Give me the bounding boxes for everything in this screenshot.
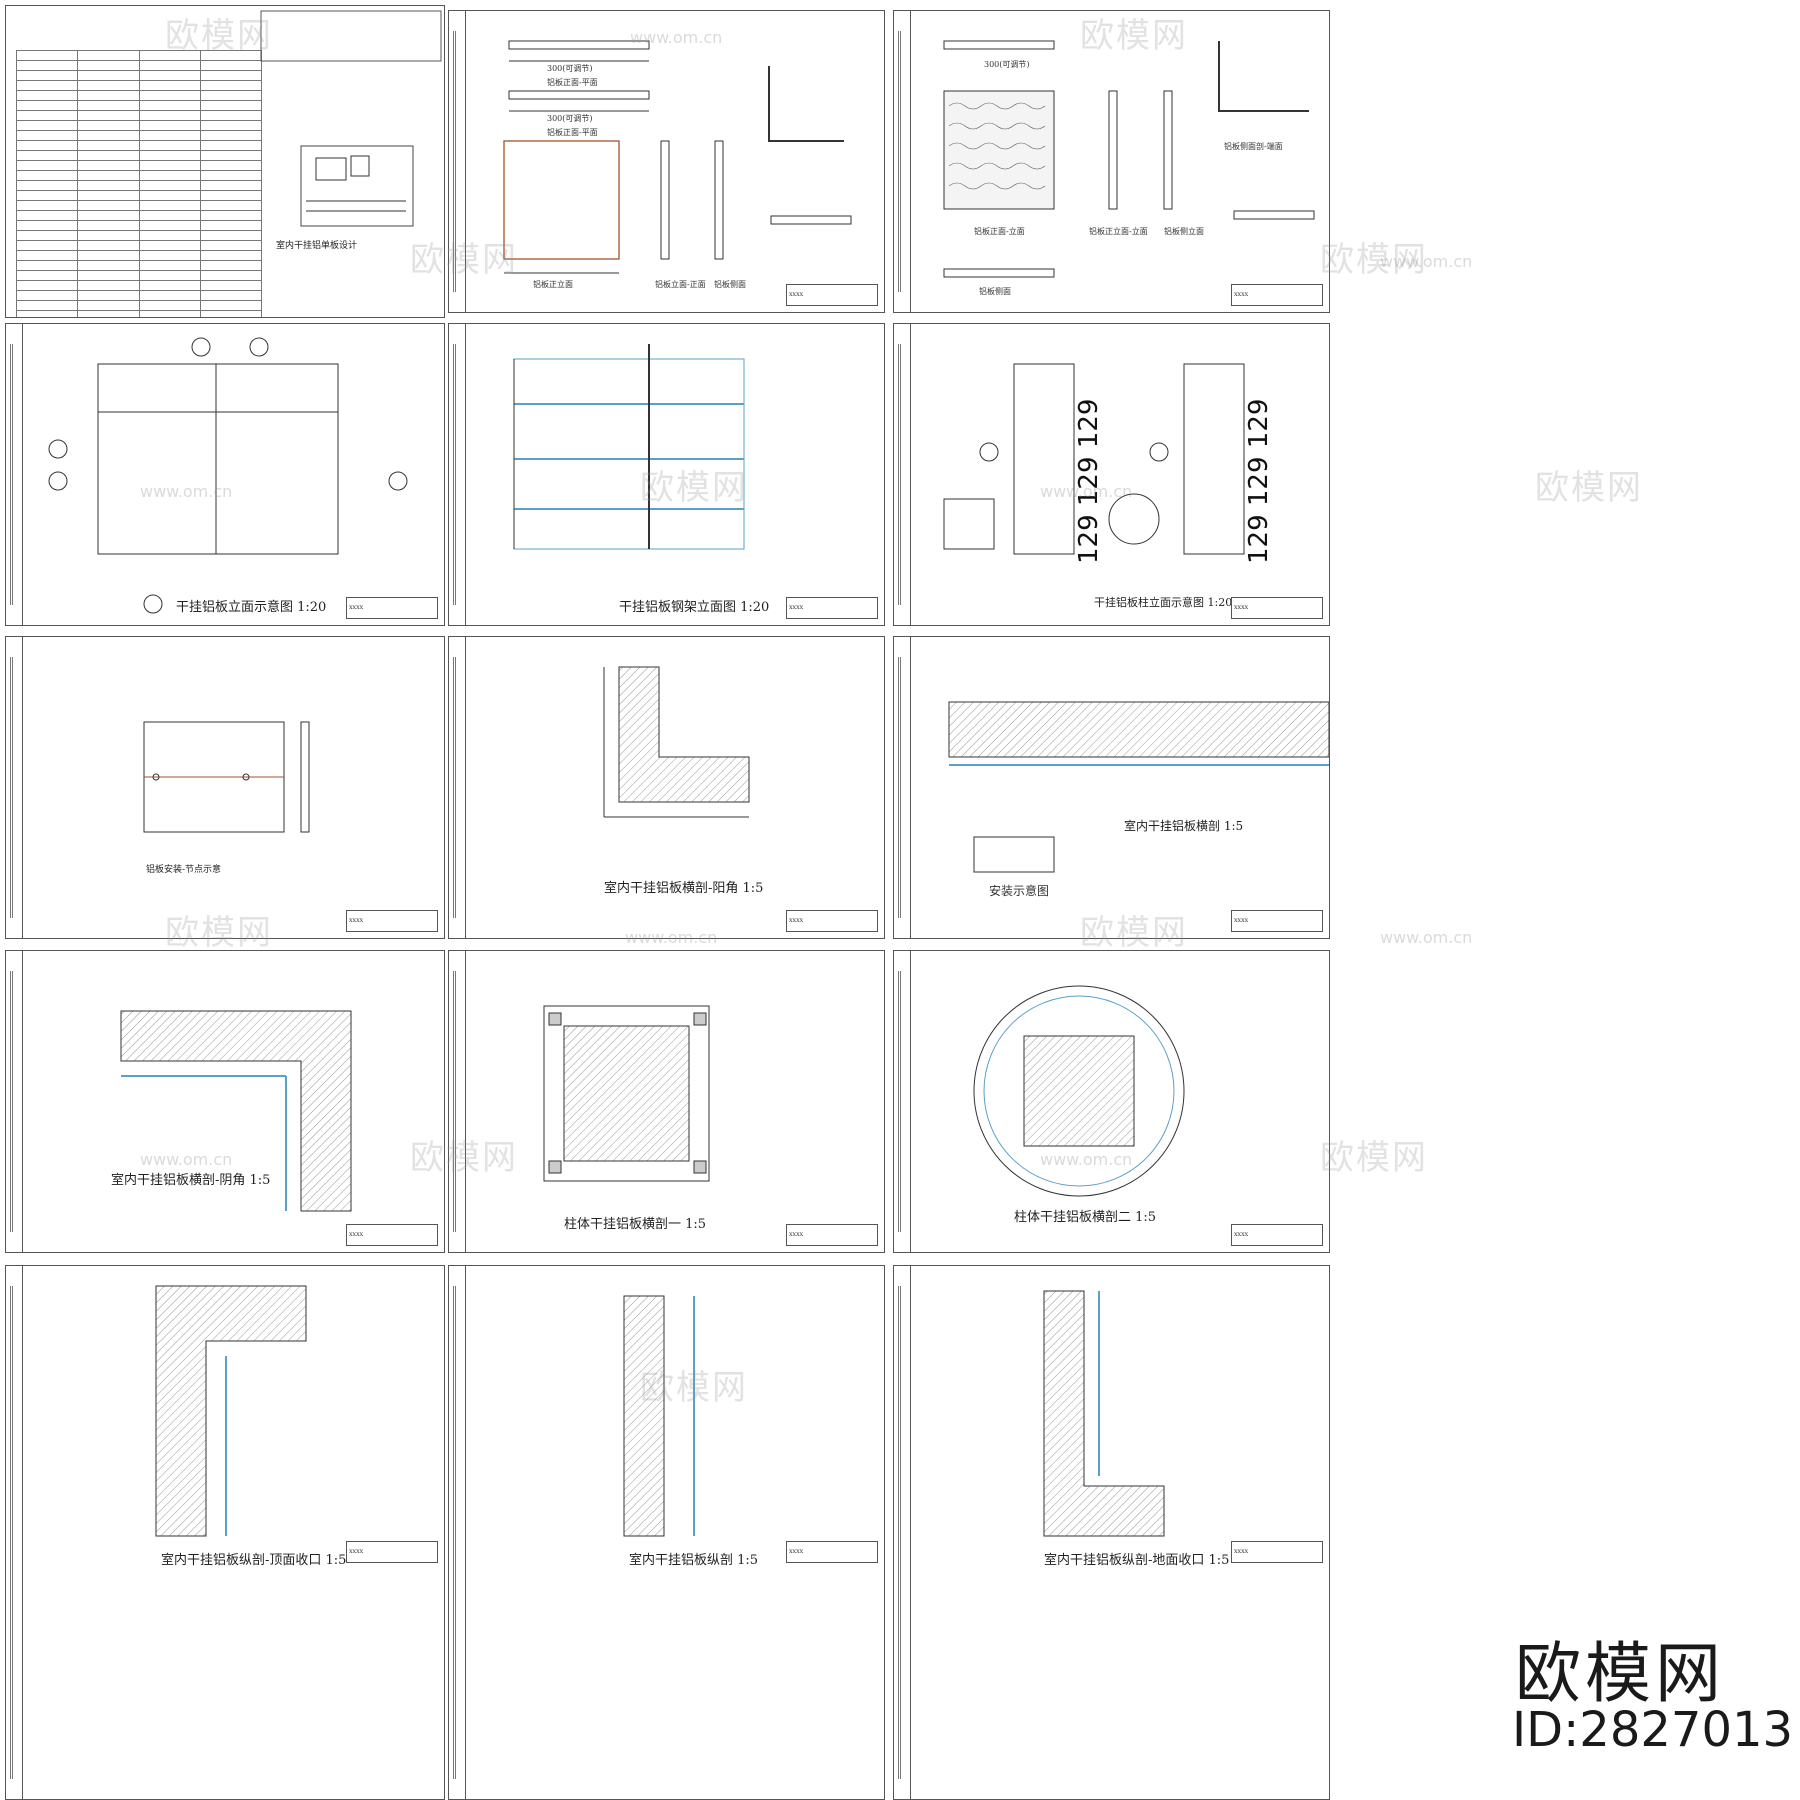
sheet-outer-corner: 室内干挂铝板横剖-阳角 1:5 XXXX — [448, 636, 885, 939]
brand-logo-text: 欧模网 — [1515, 1635, 1725, 1712]
title-block: XXXX — [786, 1541, 878, 1563]
binding-strip — [449, 324, 466, 625]
title-block: XXXX — [786, 910, 878, 932]
index-cell — [199, 310, 263, 317]
outer-corner-drawing — [603, 666, 750, 818]
vertical-section-drawing — [623, 1295, 695, 1537]
sheet-column-section-1: 柱体干挂铝板横剖一 1:5 XXXX — [448, 950, 885, 1253]
binding-strip — [6, 951, 23, 1252]
binding-strip — [6, 324, 23, 625]
binding-strip — [894, 637, 911, 938]
sheet-subtitle: 安装示意图 — [989, 884, 1050, 898]
installation-node-drawing — [143, 721, 310, 833]
sheet-title: 室内干挂铝板纵剖 1:5 — [629, 1553, 759, 1568]
dimension-text-2: 129 129 129 — [1244, 398, 1274, 564]
label-side: 铝板侧立面 — [1164, 227, 1204, 236]
watermark-logo: 欧模网 — [1320, 240, 1428, 280]
label-panel: 铝板正立面 — [533, 280, 573, 289]
sheet-title: 干挂铝板立面示意图 1:20 — [176, 600, 327, 615]
label-top: 300(可调节) — [984, 60, 1030, 69]
title-block: XXXX — [786, 1224, 878, 1246]
dimension-text: 129 129 129 — [1074, 398, 1104, 564]
binding-strip — [894, 11, 911, 312]
title-block: XXXX — [1231, 910, 1323, 932]
sheet-title: 室内干挂铝板横剖-阴角 1:5 — [111, 1173, 271, 1188]
sheet-column-elevation: 129 129 129 129 129 129 干挂铝板柱立面示意图 1:20 … — [893, 323, 1330, 626]
label-side2: 铝板侧面 — [979, 287, 1011, 296]
binding-strip — [449, 1266, 466, 1799]
sheet-aluminum-elevation: 300(可调节) 铝板正面-立面 铝板正立面-立面 铝板侧立面 铝板侧面剖-端面… — [893, 10, 1330, 313]
brand-id: ID:2827013 — [1512, 1702, 1794, 1758]
sheet-title: 室内干挂铝单板设计 — [276, 241, 358, 251]
binding-strip — [449, 951, 466, 1252]
sheet-title: 室内干挂铝板纵剖-顶面收口 1:5 — [161, 1553, 347, 1568]
cross-section-drawing — [948, 701, 1329, 873]
sheet-title: 柱体干挂铝板横剖一 1:5 — [564, 1217, 707, 1232]
label-mid2: 铝板正面-平面 — [547, 128, 598, 137]
watermark-url: www.om.cn — [1380, 928, 1473, 947]
index-sheet-drawing — [260, 10, 442, 227]
top-edge-section-drawing — [155, 1285, 307, 1537]
title-block: XXXX — [786, 597, 878, 619]
sheet-title: 室内干挂铝板横剖 1:5 — [1124, 819, 1244, 833]
watermark-logo: 欧模网 — [1535, 468, 1643, 508]
sheet-vertical-section: 室内干挂铝板纵剖 1:5 XXXX — [448, 1265, 885, 1800]
watermark-url: www.om.cn — [1380, 252, 1473, 271]
sheet-installation-node: 铝板安装-节点示意 XXXX — [5, 636, 445, 939]
column-elevation-drawing — [943, 363, 1245, 555]
title-block: XXXX — [346, 597, 438, 619]
title-block: XXXX — [346, 910, 438, 932]
sheet-aluminum-plan: 300(可调节) 铝板正面-平面 300(可调节) 铝板正面-平面 铝板正立面 … — [448, 10, 885, 313]
title-block: XXXX — [1231, 1541, 1323, 1563]
sheet-title: 铝板安装-节点示意 — [146, 865, 222, 875]
title-block: XXXX — [1231, 597, 1323, 619]
label-top2: 铝板正面-平面 — [547, 78, 598, 87]
label-end: 铝板侧面剖-端面 — [1224, 142, 1283, 151]
floor-edge-section-drawing — [1043, 1290, 1165, 1537]
sheet-top-edge-section: 室内干挂铝板纵剖-顶面收口 1:5 XXXX — [5, 1265, 445, 1800]
binding-strip — [6, 637, 23, 938]
label-top: 300(可调节) — [547, 64, 593, 73]
inner-corner-drawing — [120, 1010, 352, 1212]
sheet-title: 柱体干挂铝板横剖二 1:5 — [1014, 1210, 1157, 1225]
column-section-2-drawing — [973, 985, 1185, 1197]
label-mid: 300(可调节) — [547, 114, 593, 123]
binding-strip — [449, 637, 466, 938]
sheet-floor-edge-section: 室内干挂铝板纵剖-地面收口 1:5 XXXX — [893, 1265, 1330, 1800]
sheet-title: 干挂铝板钢架立面图 1:20 — [619, 600, 770, 615]
title-block: XXXX — [346, 1541, 438, 1563]
title-block: XXXX — [346, 1224, 438, 1246]
watermark-logo: 欧模网 — [1320, 1138, 1428, 1178]
elevation-schematic-drawing — [48, 337, 408, 614]
drawing-index-table — [15, 50, 263, 317]
label-elev: 铝板立面-正面 — [655, 280, 706, 289]
sheet-index: 室内干挂铝单板设计 — [5, 5, 445, 318]
steel-frame-drawing — [513, 344, 745, 550]
sheet-cross-section: 室内干挂铝板横剖 1:5 安装示意图 XXXX — [893, 636, 1330, 939]
sheet-elevation-schematic: 干挂铝板立面示意图 1:20 XXXX — [5, 323, 445, 626]
sheet-inner-corner: 室内干挂铝板横剖-阴角 1:5 XXXX — [5, 950, 445, 1253]
label-elev: 铝板正立面-立面 — [1089, 227, 1148, 236]
binding-strip — [894, 324, 911, 625]
aluminum-plan-drawing — [503, 40, 852, 274]
index-row — [15, 310, 263, 317]
label-panel: 铝板正面-立面 — [974, 227, 1025, 236]
column-section-1-drawing — [543, 1005, 710, 1182]
binding-strip — [894, 1266, 911, 1799]
title-block: XXXX — [1231, 1224, 1323, 1246]
binding-strip — [449, 11, 466, 312]
sheet-column-section-2: 柱体干挂铝板横剖二 1:5 XXXX — [893, 950, 1330, 1253]
sheet-title: 干挂铝板柱立面示意图 1:20 — [1094, 596, 1233, 609]
aluminum-elevation-drawing — [943, 40, 1315, 278]
sheet-title: 室内干挂铝板纵剖-地面收口 1:5 — [1044, 1553, 1230, 1568]
sheet-steel-frame: 干挂铝板钢架立面图 1:20 XXXX — [448, 323, 885, 626]
binding-strip — [6, 1266, 23, 1799]
title-block: XXXX — [786, 284, 878, 306]
label-side: 铝板侧面 — [714, 280, 746, 289]
title-block: XXXX — [1231, 284, 1323, 306]
binding-strip — [894, 951, 911, 1252]
sheet-title: 室内干挂铝板横剖-阳角 1:5 — [604, 881, 764, 896]
